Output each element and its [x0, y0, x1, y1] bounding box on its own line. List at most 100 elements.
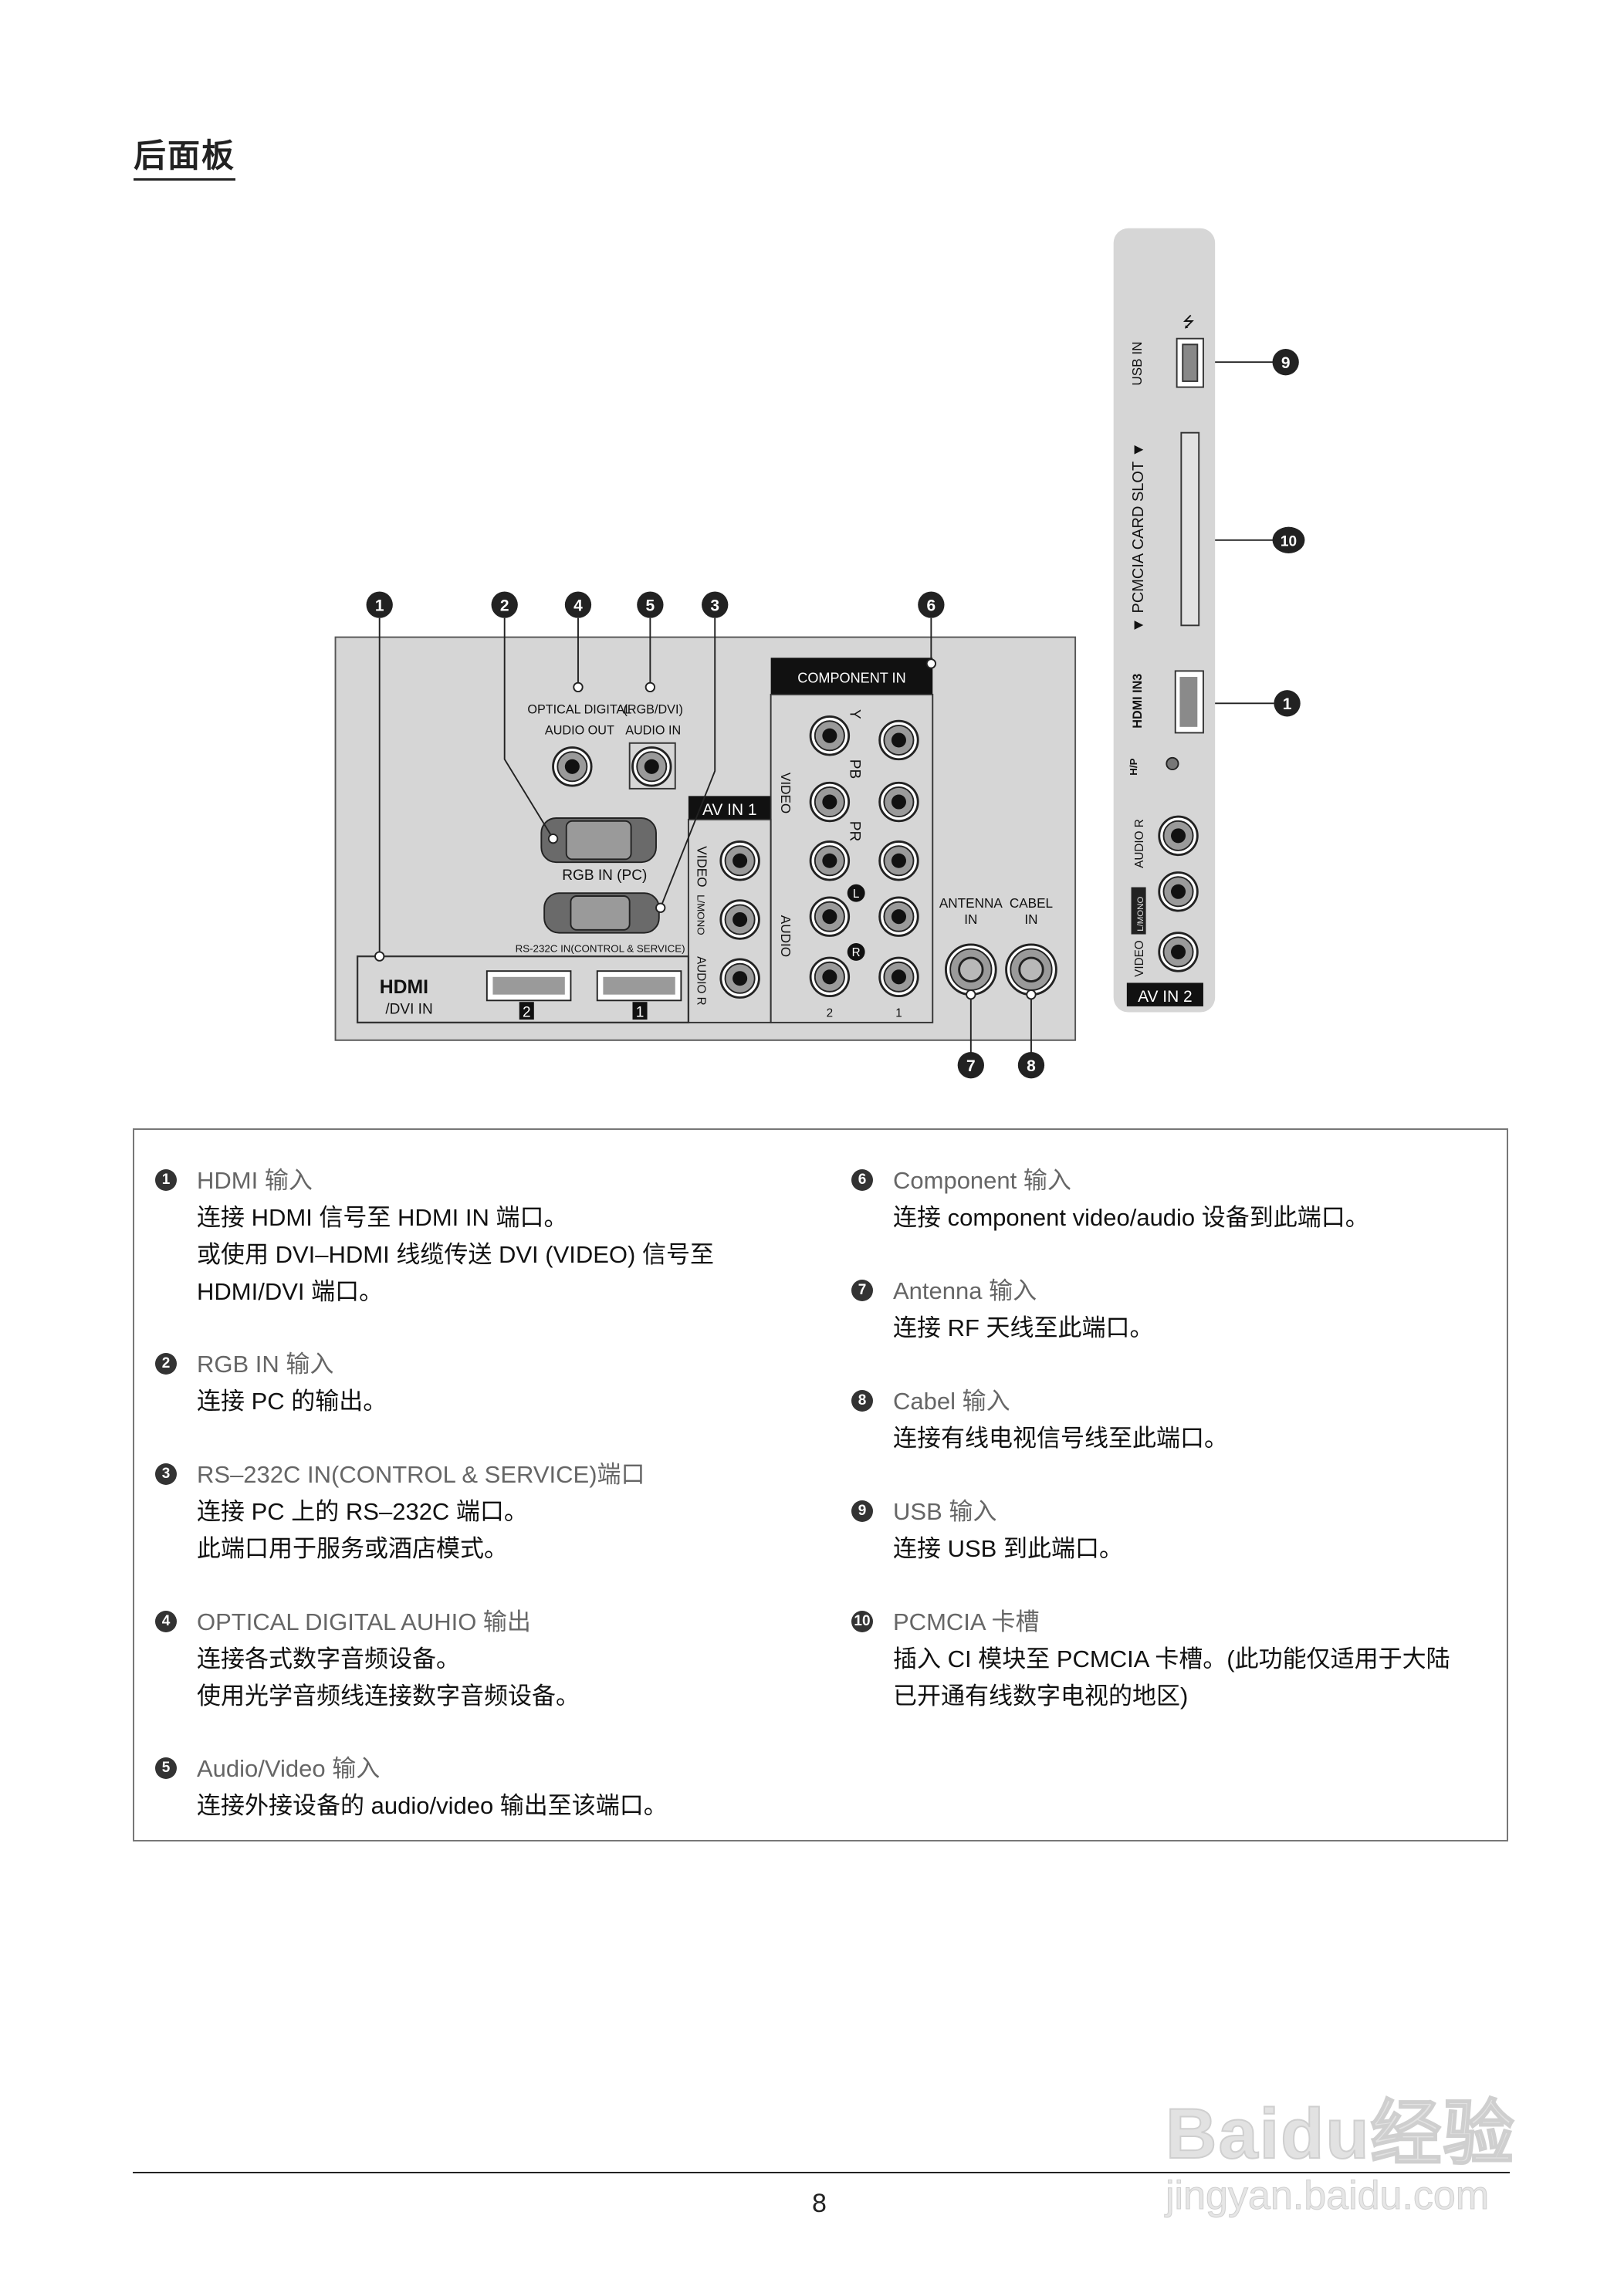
side-panel — [1113, 228, 1216, 1013]
description-line: 连接 USB 到此端口。 — [893, 1535, 1123, 1562]
description-line: 连接各式数字音频设备。 — [197, 1645, 460, 1672]
description-line: 连接 PC 的输出。 — [197, 1388, 387, 1415]
usb-icon: ⭍ — [1182, 313, 1195, 330]
callout-6: 6 — [927, 597, 936, 614]
description-item: 8 Cabel 输入连接有线电视信号线至此端口。 — [851, 1383, 1228, 1457]
hdmi-dvi-label: /DVI IN — [385, 1001, 432, 1017]
description-heading: Cabel 输入 — [893, 1388, 1010, 1415]
description-line: 插入 CI 模块至 PCMCIA 卡槽。(此功能仅适用于大陆 — [893, 1645, 1450, 1672]
description-item: 5 Audio/Video 输入连接外接设备的 audio/video 输出至该端… — [155, 1750, 668, 1825]
optical-jack — [552, 746, 593, 787]
number-badge: 3 — [155, 1463, 177, 1485]
description-line: 连接有线电视信号线至此端口。 — [893, 1425, 1228, 1452]
cabel-jack — [1005, 943, 1057, 996]
headphone-label: H/P — [1128, 758, 1139, 775]
callout-9: 9 — [1281, 354, 1291, 372]
description-line: 连接 HDMI 信号至 HDMI IN 端口。 — [197, 1204, 568, 1231]
av2-video-label: VIDEO — [1133, 940, 1146, 977]
audio-in-label: (RGB/DVI) — [624, 703, 683, 717]
callout-1: 1 — [375, 597, 384, 614]
comp-pr-label: PR — [847, 821, 863, 841]
description-line: 连接 RF 天线至此端口。 — [893, 1314, 1154, 1341]
number-badge: 5 — [155, 1757, 177, 1779]
number-badge: 8 — [851, 1390, 873, 1412]
number-badge: 1 — [155, 1169, 177, 1191]
svg-text:2: 2 — [827, 1006, 833, 1020]
headphone-jack — [1166, 756, 1179, 771]
hdmi-in3-label: HDMI IN3 — [1131, 674, 1145, 729]
description-heading: RGB IN 输入 — [197, 1351, 334, 1378]
description-box — [133, 1128, 1508, 1841]
svg-text:1: 1 — [895, 1006, 902, 1020]
rs232c-connector — [543, 892, 660, 934]
description-item: 1 HDMI 输入连接 HDMI 信号至 HDMI IN 端口。或使用 DVI–H… — [155, 1162, 714, 1310]
pcmcia-label: ▼ PCMCIA CARD SLOT ▼ — [1130, 442, 1147, 633]
description-item: 2 RGB IN 输入连接 PC 的输出。 — [155, 1346, 387, 1420]
description-line: 此端口用于服务或酒店模式。 — [197, 1535, 508, 1562]
hdmi-logo: HDMI — [380, 977, 428, 998]
optical-label: OPTICAL DIGITAL — [527, 703, 631, 717]
watermark-url: jingyan.baidu.com — [1165, 2173, 1490, 2219]
description-heading: PCMCIA 卡槽 — [893, 1608, 1040, 1635]
svg-text:L: L — [853, 888, 859, 901]
footer-divider — [133, 2172, 1510, 2173]
callout-4: 4 — [573, 597, 583, 614]
description-item: 9 USB 输入连接 USB 到此端口。 — [851, 1493, 1123, 1567]
callout-2: 2 — [500, 597, 509, 614]
description-item: 3 RS–232C IN(CONTROL & SERVICE)端口连接 PC 上的… — [155, 1456, 645, 1567]
antenna-jack — [944, 943, 997, 996]
av2-mono-label: L/MONO — [1136, 897, 1145, 932]
number-badge: 6 — [851, 1169, 873, 1191]
number-badge: 7 — [851, 1280, 873, 1301]
comp-video-label: VIDEO — [778, 773, 793, 813]
optical-label-2: AUDIO OUT — [545, 723, 614, 737]
antenna-label: ANTENNA — [939, 895, 1003, 911]
comp-pb-label: PB — [847, 759, 863, 779]
description-item: 4 OPTICAL DIGITAL AUHIO 输出连接各式数字音频设备。使用光学… — [155, 1604, 580, 1715]
callout-3: 3 — [710, 597, 719, 614]
av-in-1-label: AV IN 1 — [702, 801, 757, 819]
hdmi-port-1-label: 1 — [636, 1004, 645, 1020]
svg-text:IN: IN — [964, 911, 977, 927]
cabel-label: CABEL — [1010, 895, 1053, 911]
svg-text:IN: IN — [1024, 911, 1037, 927]
rgb-in-connector — [540, 817, 657, 864]
hdmi-port-2-label: 2 — [523, 1004, 531, 1020]
description-line: 或使用 DVI–HDMI 线缆传送 DVI (VIDEO) 信号至 — [197, 1241, 714, 1268]
number-badge: 4 — [155, 1611, 177, 1632]
description-line: 使用光学音频线连接数字音频设备。 — [197, 1682, 580, 1710]
description-line: 连接 PC 上的 RS–232C 端口。 — [197, 1498, 528, 1525]
description-heading: Component 输入 — [893, 1167, 1071, 1194]
number-badge: 9 — [851, 1500, 873, 1522]
callout-1-side: 1 — [1283, 695, 1292, 713]
av1-video-label: VIDEO — [694, 846, 709, 887]
rgb-dvi-audio-jack — [631, 746, 672, 787]
rs232c-label: RS-232C IN(CONTROL & SERVICE) — [516, 942, 685, 954]
audio-in-label-2: AUDIO IN — [625, 723, 681, 737]
description-heading: HDMI 输入 — [197, 1167, 313, 1194]
watermark-logo: Baidu经验 — [1165, 2094, 1516, 2174]
av1-audio-label: AUDIO R — [694, 956, 707, 1005]
pcmcia-slot — [1180, 431, 1200, 627]
av1-mono-label: L/MONO — [695, 895, 706, 935]
page-title: 后面板 — [134, 130, 236, 181]
av-in-2-label: AV IN 2 — [1138, 988, 1193, 1006]
callout-10: 10 — [1281, 533, 1297, 550]
description-heading: RS–232C IN(CONTROL & SERVICE)端口 — [197, 1461, 645, 1488]
description-line: 连接外接设备的 audio/video 输出至该端口。 — [197, 1792, 668, 1819]
description-line: 已开通有线数字电视的地区) — [893, 1682, 1189, 1710]
svg-text:R: R — [852, 946, 861, 959]
description-heading: Audio/Video 输入 — [197, 1755, 381, 1782]
description-heading: OPTICAL DIGITAL AUHIO 输出 — [197, 1608, 531, 1635]
rgb-in-label: RGB IN (PC) — [562, 867, 647, 884]
component-in-label: COMPONENT IN — [797, 671, 905, 686]
page-number: 8 — [812, 2189, 827, 2218]
av2-audio-label: AUDIO R — [1133, 819, 1146, 867]
callout-7: 7 — [966, 1057, 976, 1075]
number-badge: 2 — [155, 1353, 177, 1375]
description-heading: USB 输入 — [893, 1498, 997, 1525]
